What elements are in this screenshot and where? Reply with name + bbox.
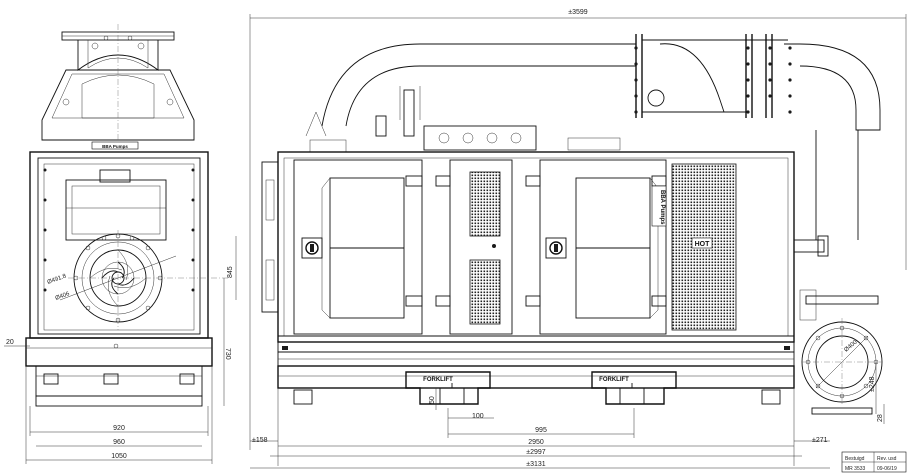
dim-2950: 2950 xyxy=(528,439,544,446)
side-dimensions: 995 100 50 2950 ±2997 ±3131 ±158 ±271 xyxy=(250,388,830,469)
side-base-frame xyxy=(277,341,795,405)
dim-100: 100 xyxy=(472,413,484,420)
side-brand-text: BBA Pumps xyxy=(659,190,665,225)
forklift-pocket-left: FORKLIFT xyxy=(405,371,491,405)
dim-28: 28 xyxy=(877,414,884,422)
forklift-left-label: FORKLIFT xyxy=(423,377,453,383)
front-bolt-row xyxy=(43,168,195,292)
impeller-diameter2-label: Ø406 xyxy=(55,291,71,302)
title-cell-3: MR 3533 xyxy=(845,466,866,472)
dim-271: ±271 xyxy=(812,437,828,444)
title-cell-2: Rev. usd xyxy=(877,456,897,462)
front-brand-plate xyxy=(91,141,139,150)
dim-995: 995 xyxy=(535,427,547,434)
dim-730: 730 xyxy=(224,348,231,360)
side-view: ±3599 xyxy=(249,9,907,469)
front-dimensions: 920 960 1050 20 730 845 xyxy=(4,236,237,464)
impeller-diameter-label: Ø491.8 xyxy=(47,273,68,286)
front-discharge-flange xyxy=(41,24,195,141)
dim-3599: ±3599 xyxy=(568,9,588,16)
title-cell-1: Bestuigd xyxy=(845,456,865,462)
front-view: BBA Pumps xyxy=(4,24,237,464)
dim-3131: ±3131 xyxy=(526,461,546,468)
front-pump-volute xyxy=(59,230,230,330)
front-brand-text: BBA Pumps xyxy=(102,144,128,149)
outlet-diameter-label: Ø400 xyxy=(843,339,859,353)
side-brand-plate xyxy=(651,185,667,227)
hot-sign xyxy=(691,237,713,249)
dim-1050: 1050 xyxy=(111,453,127,460)
outlet-flange xyxy=(801,295,883,415)
right-access-door xyxy=(525,159,667,335)
dim-2997: ±2997 xyxy=(526,449,546,456)
dim-960: 960 xyxy=(113,439,125,446)
dim-50: 50 xyxy=(429,396,436,404)
dim-20: 20 xyxy=(6,339,14,346)
title-block: Bestuigd Rev. usd MR 3533 09-06/19 xyxy=(841,451,907,473)
left-access-door xyxy=(293,159,423,335)
top-exhaust-box xyxy=(423,125,537,151)
forklift-pocket-right: FORKLIFT xyxy=(591,371,677,405)
discharge-pipe xyxy=(305,34,881,240)
middle-vent-door xyxy=(435,159,513,335)
front-base-frame xyxy=(25,337,213,367)
title-cell-4: 09-06/19 xyxy=(877,466,897,472)
dim-845: 845 xyxy=(227,266,234,278)
dim-248: ±248 xyxy=(869,376,876,392)
dim-158: ±158 xyxy=(252,437,268,444)
forklift-right-label: FORKLIFT xyxy=(599,377,629,383)
dim-920: 920 xyxy=(113,425,125,432)
hot-label: HOT xyxy=(695,241,711,248)
